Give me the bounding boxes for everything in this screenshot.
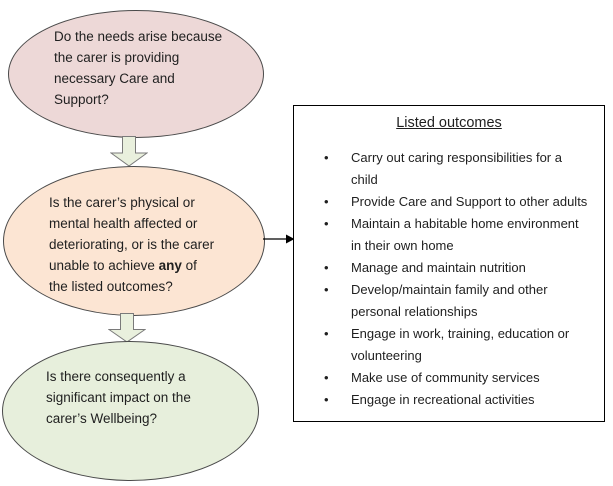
list-item-text: Make use of community services bbox=[351, 370, 540, 385]
list-item: • Provide Care and Support to other adult… bbox=[294, 191, 604, 213]
listed-outcomes-box: Listed outcomes • Carry out caring respon… bbox=[293, 105, 605, 422]
list-item-text: Provide Care and Support to other adults bbox=[351, 194, 588, 209]
list-item-text: Carry out caring responsibilities for a … bbox=[351, 150, 562, 187]
wellbeing-question-ellipse: Is there consequently a significant impa… bbox=[2, 341, 259, 481]
list-item-text: Engage in work, training, education or v… bbox=[351, 326, 570, 363]
bullet-icon: • bbox=[324, 194, 329, 209]
right-arrow-connector-icon bbox=[263, 234, 295, 244]
list-item: • Manage and maintain nutrition bbox=[294, 257, 604, 279]
list-item-text: Manage and maintain nutrition bbox=[351, 260, 526, 275]
bullet-icon: • bbox=[324, 326, 329, 341]
down-block-arrow-icon bbox=[110, 136, 148, 167]
listed-outcomes-title: Listed outcomes bbox=[396, 115, 502, 131]
health-question-text-after: of the listed outcomes? bbox=[49, 258, 197, 294]
list-item: • Carry out caring responsibilities for a… bbox=[294, 147, 604, 191]
down-block-arrow-icon bbox=[108, 313, 146, 343]
list-item-text: Engage in recreational activities bbox=[351, 392, 535, 407]
bullet-icon: • bbox=[324, 282, 329, 297]
bullet-icon: • bbox=[324, 370, 329, 385]
wellbeing-question-text: Is there consequently a significant impa… bbox=[46, 369, 191, 426]
listed-outcomes-list: • Carry out caring responsibilities for a… bbox=[294, 147, 604, 411]
needs-question-text: Do the needs arise because the carer is … bbox=[54, 29, 223, 107]
list-item: • Make use of community services bbox=[294, 367, 604, 389]
health-question-ellipse: Is the carer’s physical or mental health… bbox=[3, 166, 265, 316]
list-item: • Develop/maintain family and other perso… bbox=[294, 279, 604, 323]
bullet-icon: • bbox=[324, 260, 329, 275]
list-item-text: Maintain a habitable home environment in… bbox=[351, 216, 579, 253]
bullet-icon: • bbox=[324, 216, 329, 231]
list-item: • Maintain a habitable home environment i… bbox=[294, 213, 604, 257]
health-question-text-before: Is the carer’s physical or mental health… bbox=[49, 195, 215, 273]
health-question-text: Is the carer’s physical or mental health… bbox=[4, 167, 264, 297]
health-question-bold-word: any bbox=[158, 258, 182, 273]
list-item: • Engage in recreational activities bbox=[294, 389, 604, 411]
list-item-text: Develop/maintain family and other person… bbox=[351, 282, 548, 319]
list-item: • Engage in work, training, education or … bbox=[294, 323, 604, 367]
bullet-icon: • bbox=[324, 150, 329, 165]
needs-question-ellipse: Do the needs arise because the carer is … bbox=[8, 10, 264, 138]
bullet-icon: • bbox=[324, 392, 329, 407]
